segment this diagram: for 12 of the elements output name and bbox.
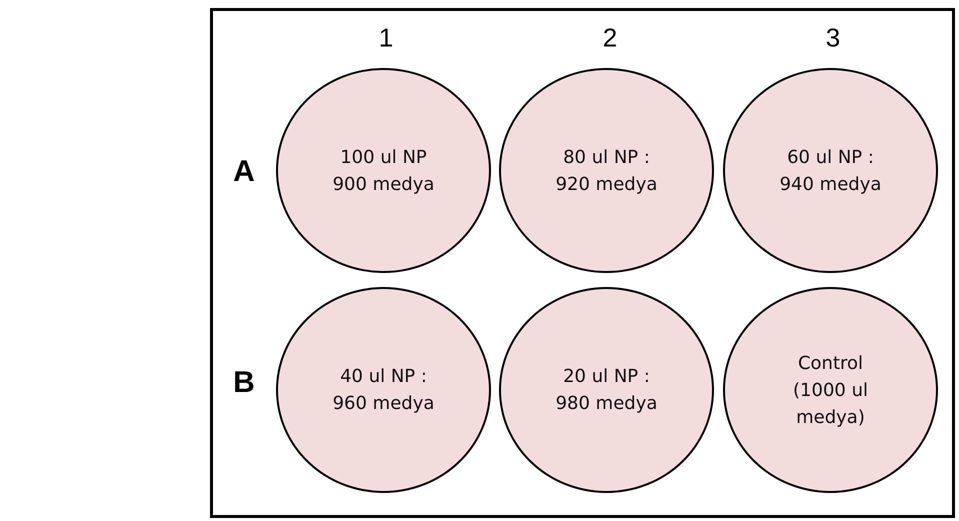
column-number: 3	[826, 22, 840, 54]
well-plate-outline	[210, 8, 955, 518]
well-label: Control (1000 ul medya)	[792, 352, 869, 430]
well-label: 60 ul NP : 940 medya	[778, 146, 882, 196]
well-label: 20 ul NP : 980 medya	[554, 365, 658, 416]
row-letter: B	[233, 366, 255, 400]
row-letter: A	[233, 155, 255, 189]
column-number: 2	[602, 22, 618, 54]
well-label: 80 ul NP : 920 medya	[554, 146, 658, 196]
column-number: 1	[378, 22, 394, 54]
well-label: 40 ul NP : 960 medya	[332, 365, 436, 416]
well-label: 100 ul NP 900 medya	[332, 146, 436, 196]
